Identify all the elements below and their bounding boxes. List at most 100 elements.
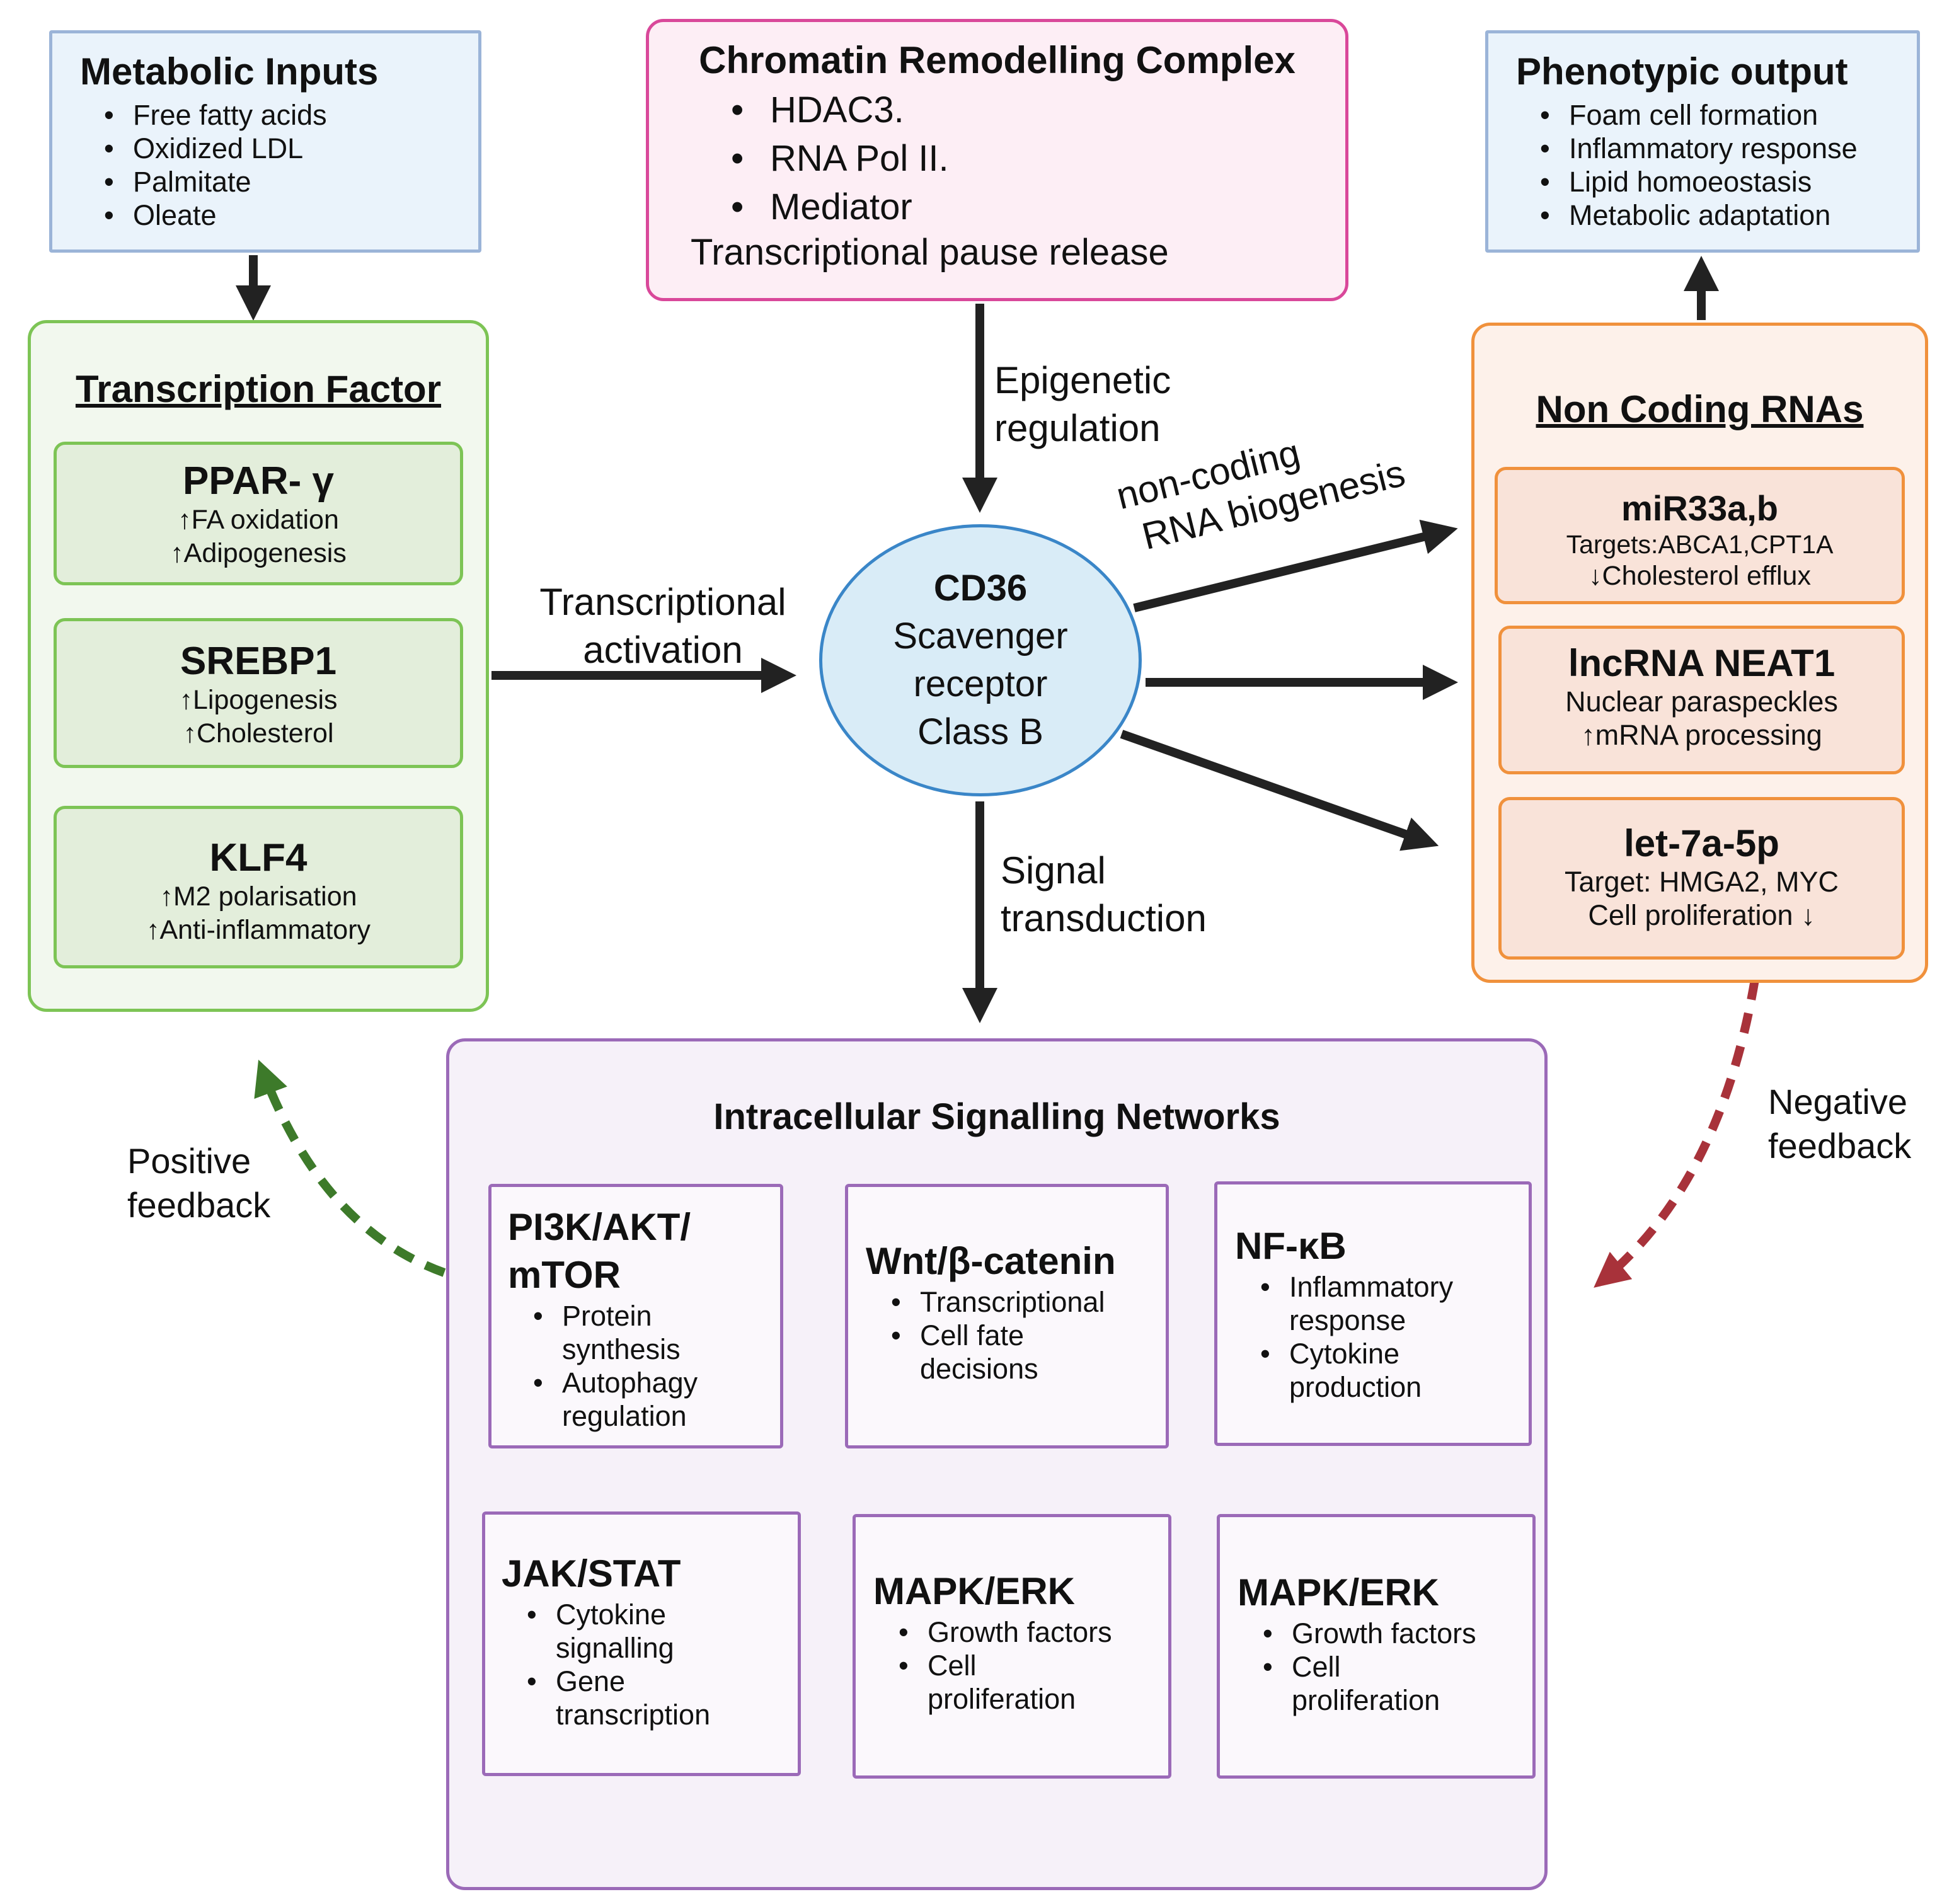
list-item: Gene transcription <box>520 1665 735 1731</box>
label-line: regulation <box>994 407 1161 449</box>
list-item: Palmitate <box>98 165 478 198</box>
list-item: RNA Pol II. <box>725 134 1345 183</box>
label-line: transduction <box>1001 897 1207 939</box>
list-item: Foam cell formation <box>1534 98 1917 132</box>
list-item: Cytokine signalling <box>520 1598 735 1665</box>
negative-feedback-label: Negative feedback <box>1768 1080 1911 1168</box>
pathway-mapk-erk-1: MAPK/ERK Growth factors Cell proliferati… <box>853 1514 1171 1779</box>
transcription-factor-title: Transcription Factor <box>75 368 442 410</box>
list-item: Cytokine production <box>1254 1337 1468 1404</box>
arrow-positive-feedback <box>254 1059 446 1277</box>
list-item: Cell fate decisions <box>885 1319 1086 1385</box>
pathway-wnt-beta-catenin: Wnt/β-catenin Transcriptional Cell fate … <box>845 1184 1169 1448</box>
label-line: feedback <box>1768 1126 1912 1166</box>
rna-desc: ↑mRNA processing <box>1581 719 1822 751</box>
phenotypic-output-list: Foam cell formation Inflammatory respons… <box>1534 98 1917 232</box>
list-item: Cell proliferation <box>1256 1650 1440 1717</box>
list-item: Inflammatory response <box>1254 1270 1468 1337</box>
list-item: Lipid homoeostasis <box>1534 165 1917 198</box>
pathway-list: Protein synthesis Autophagy regulation <box>527 1299 735 1433</box>
tf-effect: ↑M2 polarisation <box>159 881 357 912</box>
rna-mir33: miR33a,b Targets:ABCA1,CPT1A ↓Cholestero… <box>1495 467 1905 604</box>
label-line: Positive <box>127 1141 251 1181</box>
rna-name: let-7a-5p <box>1624 822 1779 864</box>
pathway-list: Inflammatory response Cytokine productio… <box>1254 1270 1468 1404</box>
transcriptional-activation-label: Transcriptional activation <box>524 578 802 674</box>
cd36-name: CD36 <box>933 568 1028 609</box>
rna-let7a: let-7a-5p Target: HMGA2, MYC Cell prolif… <box>1498 797 1905 960</box>
arrow-cd36-to-let7a <box>1120 730 1439 851</box>
chromatin-list: HDAC3. RNA Pol II. Mediator <box>725 86 1345 231</box>
chromatin-remodelling-box: Chromatin Remodelling Complex HDAC3. RNA… <box>646 19 1348 301</box>
metabolic-inputs-box: Metabolic Inputs Free fatty acids Oxidiz… <box>49 30 481 253</box>
rna-desc: Targets:ABCA1,CPT1A <box>1566 530 1834 559</box>
rna-desc: Nuclear paraspeckles <box>1565 685 1838 718</box>
list-item: Protein synthesis <box>527 1299 735 1366</box>
signalling-networks-box: Intracellular Signalling Networks PI3K/A… <box>446 1038 1548 1890</box>
rna-desc: ↓Cholesterol efflux <box>1589 561 1811 591</box>
metabolic-inputs-title: Metabolic Inputs <box>80 50 379 93</box>
chromatin-title: Chromatin Remodelling Complex <box>699 39 1296 81</box>
pathway-name: PI3K/AKT/ mTOR <box>508 1203 780 1299</box>
tf-klf4: KLF4 ↑M2 polarisation ↑Anti-inflammatory <box>54 806 463 968</box>
tf-effect: ↑Cholesterol <box>183 718 334 748</box>
chromatin-footer: Transcriptional pause release <box>691 232 1169 273</box>
pathway-jak-stat: JAK/STAT Cytokine signalling Gene transc… <box>482 1511 801 1776</box>
list-item: Transcriptional <box>885 1285 1105 1319</box>
cd36-desc: receptor <box>913 663 1048 704</box>
phenotypic-output-title: Phenotypic output <box>1516 50 1848 93</box>
list-item: Autophagy regulation <box>527 1366 735 1433</box>
arrow-negative-feedback <box>1594 978 1759 1288</box>
list-item: Metabolic adaptation <box>1534 198 1917 232</box>
pathway-mapk-erk-2: MAPK/ERK Growth factors Cell proliferati… <box>1217 1514 1536 1779</box>
pathway-name: Wnt/β-catenin <box>866 1240 1116 1282</box>
pathway-nf-kb: NF-κB Inflammatory response Cytokine pro… <box>1214 1181 1532 1446</box>
list-item: Growth factors <box>892 1615 1132 1649</box>
tf-name: KLF4 <box>209 836 307 880</box>
rna-desc: Target: HMGA2, MYC <box>1564 866 1839 898</box>
tf-effect: ↑FA oxidation <box>178 505 339 535</box>
non-coding-rnas-box: Non Coding RNAs miR33a,b Targets:ABCA1,C… <box>1471 323 1928 983</box>
list-item: Inflammatory response <box>1534 132 1917 165</box>
signal-transduction-label: Signal transduction <box>1001 847 1207 943</box>
pathway-list: Growth factors Cell proliferation <box>1256 1617 1496 1717</box>
rna-desc: Cell proliferation ↓ <box>1588 899 1815 931</box>
list-item: Oleate <box>98 198 478 232</box>
label-line: Transcriptional <box>539 581 786 623</box>
pathway-pi3k-akt-mtor: PI3K/AKT/ mTOR Protein synthesis Autopha… <box>488 1184 783 1448</box>
non-coding-rnas-title: Non Coding RNAs <box>1536 388 1864 430</box>
signalling-title: Intracellular Signalling Networks <box>713 1096 1280 1137</box>
rna-name: miR33a,b <box>1621 488 1778 528</box>
rna-name: lncRNA NEAT1 <box>1568 642 1836 684</box>
pathway-name: MAPK/ERK <box>1238 1571 1440 1614</box>
tf-effect: ↑Lipogenesis <box>179 685 338 715</box>
positive-feedback-label: Positive feedback <box>127 1139 270 1227</box>
label-line: feedback <box>127 1185 271 1225</box>
list-item: Growth factors <box>1256 1617 1496 1650</box>
tf-srebp1: SREBP1 ↑Lipogenesis ↑Cholesterol <box>54 618 463 768</box>
tf-effect: ↑Adipogenesis <box>170 538 347 568</box>
label-line: Negative <box>1768 1082 1908 1121</box>
cd36-receptor: CD36 Scavenger receptor Class B <box>819 524 1142 796</box>
epigenetic-regulation-label: Epigenetic regulation <box>994 357 1171 452</box>
tf-name: SREBP1 <box>180 639 337 683</box>
list-item: Oxidized LDL <box>98 132 478 165</box>
pathway-name: MAPK/ERK <box>873 1570 1076 1612</box>
cd36-desc: Class B <box>917 711 1043 752</box>
label-line: Signal <box>1001 849 1106 892</box>
label-line: activation <box>583 629 743 671</box>
list-item: Cell proliferation <box>892 1649 1076 1716</box>
label-line: Epigenetic <box>994 359 1171 401</box>
metabolic-inputs-list: Free fatty acids Oxidized LDL Palmitate … <box>98 98 478 232</box>
rna-neat1: lncRNA NEAT1 Nuclear paraspeckles ↑mRNA … <box>1498 626 1905 774</box>
transcription-factor-box: Transcription Factor PPAR- γ ↑FA oxidati… <box>28 320 489 1012</box>
phenotypic-output-box: Phenotypic output Foam cell formation In… <box>1485 30 1920 253</box>
pathway-name: JAK/STAT <box>502 1552 681 1595</box>
pathway-list: Cytokine signalling Gene transcription <box>520 1598 735 1731</box>
tf-name: PPAR- γ <box>182 459 334 503</box>
cd36-desc: Scavenger <box>893 616 1068 657</box>
tf-ppar-gamma: PPAR- γ ↑FA oxidation ↑Adipogenesis <box>54 442 463 585</box>
pathway-name-text: PI3K/AKT/ mTOR <box>508 1206 691 1296</box>
list-item: Mediator <box>725 183 1345 231</box>
